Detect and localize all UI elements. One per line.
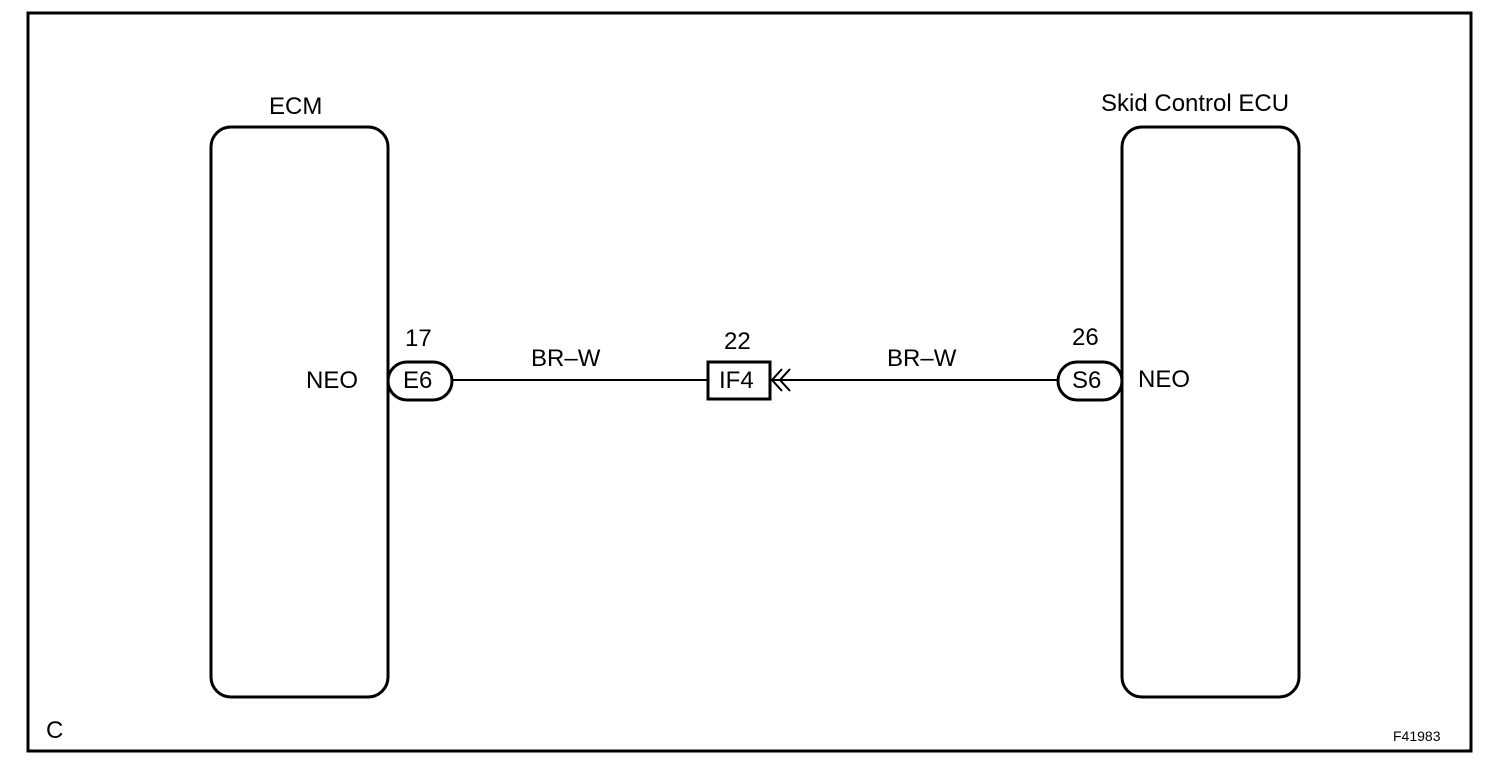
ecm-connector-label: E6: [403, 367, 433, 394]
ecm-terminal-name: NEO: [306, 367, 359, 394]
right-wire-color: BR–W: [887, 345, 957, 372]
ecm-box: [209, 125, 390, 699]
skid-control-ecu-box: [1120, 125, 1301, 699]
left-wire-color: BR–W: [531, 345, 601, 372]
skid-ecu-terminal-name: NEO: [1138, 366, 1191, 393]
system-code-label: C: [46, 717, 64, 744]
skid-ecu-connector-label: S6: [1072, 367, 1102, 394]
skid-ecu-pin-number: 26: [1072, 324, 1099, 351]
skid-ecu-title: Skid Control ECU: [1101, 90, 1290, 117]
ecm-pin-number: 17: [405, 325, 432, 352]
junction-connector-if4: [706, 360, 772, 401]
junction-pin-number: 22: [724, 328, 751, 355]
ecm-title: ECM: [269, 93, 323, 120]
diagram-frame: [26, 11, 1473, 753]
figure-id-label: F41983: [1393, 728, 1441, 744]
junction-connector-label: IF4: [719, 367, 754, 394]
